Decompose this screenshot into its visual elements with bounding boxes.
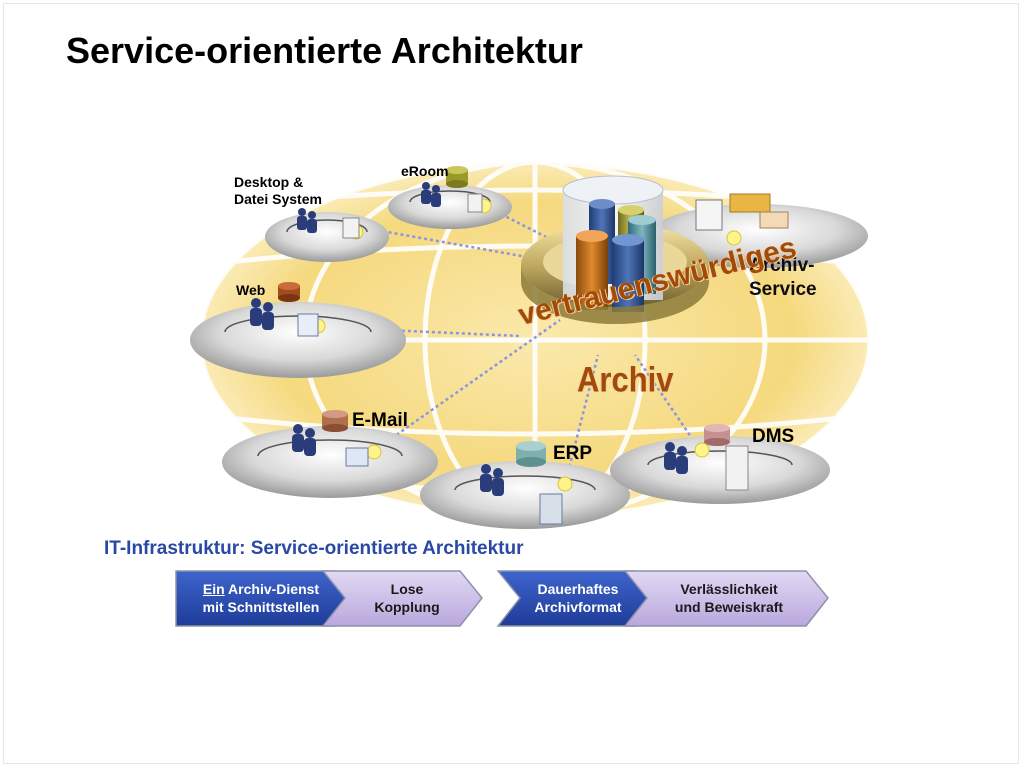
- users-icon: [297, 208, 317, 233]
- lightbulb-icon: [366, 444, 382, 460]
- chevron-label-right-second: Verlässlichkeit und Beweiskraft: [654, 580, 804, 616]
- chevron-label-line: und Beweiskraft: [674, 599, 784, 616]
- chevron-label-left-first: Ein Archiv-Dienst mit Schnittstellen: [186, 580, 336, 616]
- database-icons: [278, 166, 730, 467]
- monitor-icon: [297, 313, 319, 337]
- certificate-icon: [695, 199, 723, 231]
- lightbulb-icon: [726, 230, 742, 246]
- database-icon-email: [322, 410, 348, 432]
- database-icon-eroom: [446, 166, 468, 188]
- node-disc-eroom: [388, 185, 512, 229]
- node-disc-desktop: [265, 212, 389, 262]
- lightbulb-icon: [694, 442, 710, 458]
- people-icons: [250, 182, 688, 496]
- document-icon: [342, 217, 360, 239]
- keys-icon: [729, 193, 771, 213]
- chevron-label-line: Verlässlichkeit: [680, 581, 778, 597]
- chevron-label-line: Ein Archiv-Dienst: [186, 580, 336, 598]
- node-label-line: Desktop &: [234, 174, 304, 190]
- infrastructure-subtitle: IT-Infrastruktur: Service-orientierte Ar…: [104, 538, 524, 559]
- center-label-archiv: Archiv: [577, 359, 674, 400]
- node-label-line: Archiv-: [749, 255, 815, 276]
- database-icon-dms: [704, 424, 730, 446]
- mail-icon: [345, 447, 369, 467]
- server-icon: [539, 493, 563, 525]
- lightbulb-icon: [557, 476, 573, 492]
- chevron-label-right-first: Dauerhaftes Archivformat: [520, 580, 636, 616]
- link-desktop: [364, 226, 556, 264]
- users-icon: [250, 298, 274, 330]
- slide-frame: [3, 3, 1019, 764]
- chevron-label-line: mit Schnittstellen: [202, 599, 320, 616]
- node-label-web: Web: [236, 282, 266, 298]
- chevron-label-line: Archivformat: [534, 599, 622, 616]
- document-icons: [297, 193, 789, 525]
- chevron-label-line: Dauerhaftes: [537, 581, 619, 597]
- chevron-label-underlined: Ein: [202, 581, 225, 597]
- node-label-dms: DMS: [752, 426, 795, 447]
- node-label-line: Datei System: [234, 190, 322, 207]
- link-dms: [633, 354, 702, 451]
- node-disc-erp: [420, 461, 630, 529]
- document-icon: [725, 445, 749, 491]
- users-icon: [421, 182, 441, 207]
- chevron-label-line: Lose: [390, 581, 424, 597]
- document-icon: [467, 193, 483, 213]
- link-web: [317, 325, 521, 338]
- users-icon: [292, 424, 316, 456]
- node-disc-dms: [610, 436, 830, 504]
- node-label-eroom: eRoom: [401, 163, 449, 179]
- link-erp: [563, 354, 600, 485]
- node-label-erp: ERP: [553, 443, 593, 464]
- node-disc-web: [190, 302, 406, 378]
- chevron-label-text: Archiv-Dienst: [224, 581, 320, 597]
- node-disc-email: [222, 426, 438, 498]
- users-icon: [480, 464, 504, 496]
- node-label-line: Service: [749, 278, 817, 300]
- database-icon-erp: [516, 441, 546, 467]
- node-label-email: E-Mail: [352, 410, 408, 431]
- link-email: [371, 318, 561, 454]
- node-label-desktop: Desktop & Datei System: [234, 174, 322, 208]
- chevron-label-line: Kopplung: [374, 599, 440, 616]
- archive-cylinders: [576, 199, 656, 312]
- database-icon-web: [278, 282, 300, 302]
- node-label-archiv-service: Archiv- Service: [749, 254, 817, 302]
- central-archive: [521, 175, 709, 324]
- chevron-label-left-second: Lose Kopplung: [352, 580, 462, 616]
- id-card-icon: [759, 211, 789, 229]
- users-icon: [664, 442, 688, 474]
- page-title: Service-orientierte Architektur: [66, 30, 583, 71]
